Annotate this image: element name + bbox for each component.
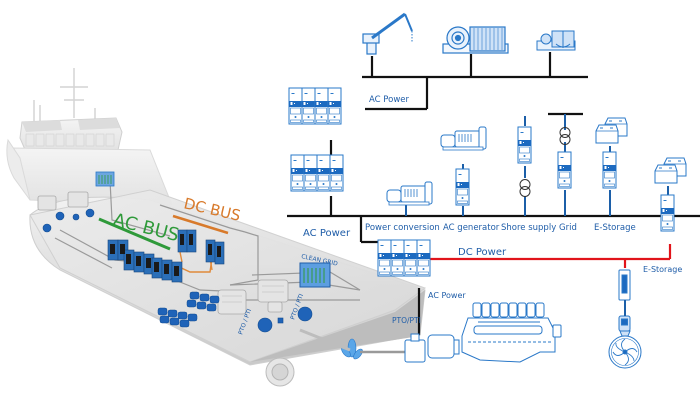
propeller-thruster-icon [608,330,642,369]
crane-icon [362,12,413,55]
ac-switchboard-top [288,87,342,125]
ac-power-main-label: AC Power [303,228,351,239]
dc-bus-bar [172,214,229,235]
shore-supply-label: Shore supply [501,223,556,233]
e-storage-ac-label: E-Storage [594,223,636,233]
dc-switchboards [177,229,225,265]
pto-pti-label: PTO/PTI [392,316,421,325]
shore-supply-transformer-icon [519,179,531,197]
grid-transformer-icon [559,127,571,145]
winch-icon [442,26,509,54]
ac-switchboard-main [290,154,344,192]
ac-switchboards [107,239,183,283]
ac-generator-cabinet [455,168,470,206]
e-storage-dc-cabinet [660,194,675,232]
e-storage-ac-battery-icon [595,117,628,144]
power-conversion-switchboard [377,239,431,277]
ac-power-top-label: AC Power [369,95,410,105]
dc-power-label: DC Power [458,247,507,258]
dc-power-line [417,244,672,268]
pto-pti-motors [42,208,313,333]
feeder-lines [405,114,669,290]
e-storage-ac-cabinet [602,151,617,189]
clean-grid-panel-small [95,171,115,187]
anchor-windlass-icon [536,30,576,51]
engine-room-gensets [37,191,289,315]
ac-bus-bar [98,217,171,251]
ac-generator-genset-icon [440,126,487,151]
ac-generator-label: AC generator [443,223,500,233]
diesel-engine-icon [461,302,562,363]
power-conversion-label: Power conversion [365,223,440,233]
grid-label: Grid [559,223,577,233]
e-storage-dc-battery-icon [654,157,687,184]
ac-power-lower-label: AC Power [428,291,466,300]
ac-bus-lines [287,52,700,335]
clean-grid-panel: CLEAN GRID [299,253,339,288]
shore-supply-cabinet [517,126,532,164]
thruster-drive-banks [157,291,220,328]
pto-pti-gearbox-icon [360,333,460,363]
e-storage-dc-label: E-Storage [643,265,682,274]
power-conversion-genset-icon [386,181,433,206]
ship-illustration: CLEAN GRID AC BUS DC BUS PTO / PTI PTO /… [6,68,427,387]
ship-mast [33,68,96,122]
grid-cabinet [557,151,572,189]
